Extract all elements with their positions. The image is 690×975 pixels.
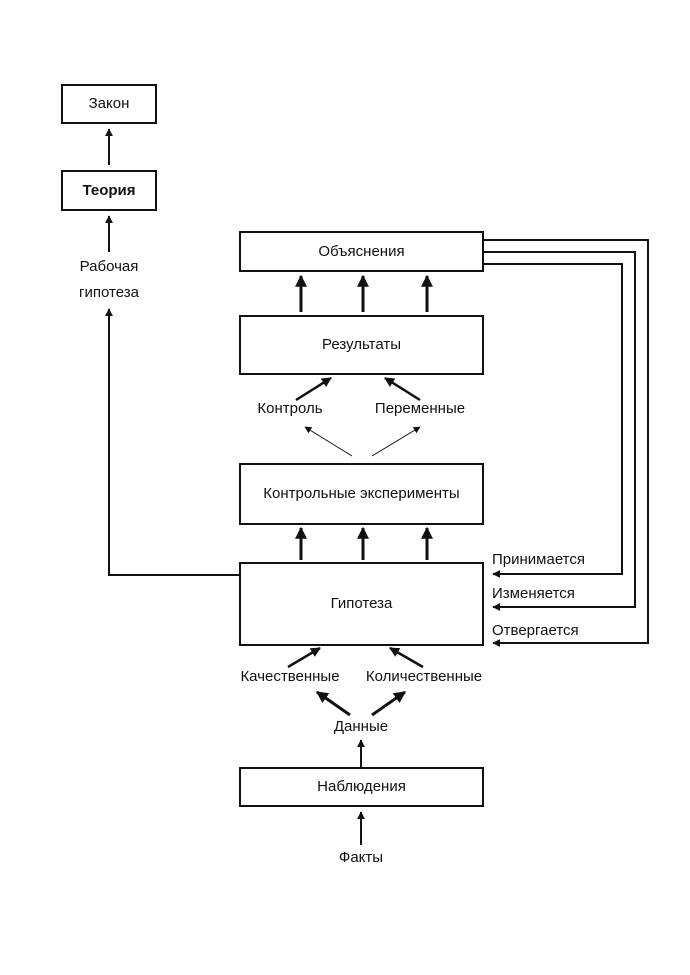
law-box: Закон	[61, 84, 157, 124]
working-hypothesis-line1: Рабочая	[79, 258, 139, 275]
feedback-modified-line	[484, 251, 636, 611]
arrow-control-to-results	[295, 376, 332, 402]
theory-box: Теория	[61, 170, 157, 211]
working-hypothesis-label: Рабочая гипотеза	[59, 258, 159, 303]
explanations-box: Объяснения	[239, 231, 484, 272]
explanations-label: Объяснения	[318, 242, 405, 260]
modified-label: Изменяется	[492, 585, 575, 602]
control-label: Контроль	[257, 400, 323, 417]
hypothesis-label: Гипотеза	[330, 595, 393, 612]
observations-box: Наблюдения	[239, 767, 484, 807]
arrow-experiments-to-variables	[371, 426, 421, 457]
feedback-accepted-line	[484, 263, 623, 578]
results-box: Результаты	[239, 315, 484, 375]
feedback-rejected-line	[484, 239, 649, 647]
arrow-hypothesis-to-working-hypothesis	[105, 308, 239, 576]
working-hypothesis-line2: гипотеза	[79, 283, 139, 301]
facts-label: Факты	[338, 849, 384, 866]
theory-label: Теория	[82, 181, 136, 199]
rejected-label: Отвергается	[492, 622, 579, 639]
results-label: Результаты	[322, 336, 401, 353]
arrow-data-to-quantitative	[371, 690, 406, 717]
arrow-data-to-qualitative	[316, 690, 351, 717]
accepted-label: Принимается	[492, 551, 585, 568]
hypothesis-box: Гипотеза	[239, 562, 484, 646]
arrow-experiments-to-control	[304, 426, 353, 457]
control-experiments-label: Контрольные эксперименты	[263, 485, 460, 502]
arrow-variables-to-results	[384, 376, 421, 402]
control-experiments-box: Контрольные эксперименты	[239, 463, 484, 525]
quantitative-label: Количественные	[365, 668, 483, 685]
observations-label: Наблюдения	[317, 778, 406, 795]
qualitative-label: Качественные	[240, 668, 340, 685]
arrow-qualitative-to-hypothesis	[287, 646, 321, 669]
arrow-quantitative-to-hypothesis	[389, 646, 424, 669]
law-label: Закон	[88, 95, 130, 112]
variables-label: Переменные	[374, 400, 466, 417]
data-label: Данные	[333, 718, 389, 735]
